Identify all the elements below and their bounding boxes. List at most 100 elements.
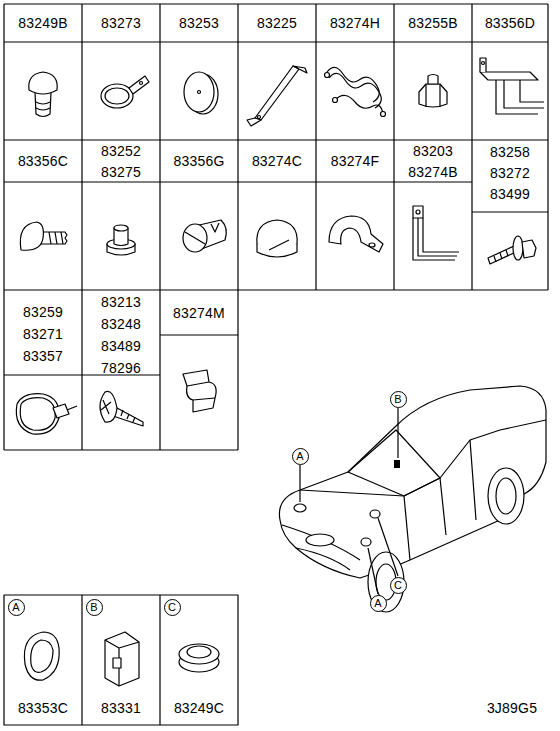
part-number: 83356D [485, 16, 535, 30]
bracket-icon [255, 66, 299, 120]
callout-letter: A [296, 451, 303, 462]
car-body [279, 386, 546, 578]
car-body [368, 552, 404, 612]
part-number: 83353C [18, 701, 68, 715]
callout-letter: A [374, 598, 381, 609]
leader-line [299, 465, 300, 502]
leader-line [300, 408, 398, 594]
part-number: 83255B [408, 16, 457, 30]
bent-bracket-icon [416, 210, 420, 214]
wire-clip-icon [325, 73, 330, 78]
callout-letter: B [90, 602, 97, 613]
nut-icon [114, 225, 128, 231]
slotted-fastener-icon [211, 223, 219, 232]
part-number: 83259 [23, 305, 63, 319]
car-body [370, 510, 380, 518]
clamp-icon [129, 76, 149, 94]
bracket-icon [247, 118, 261, 126]
callout-circle: C [390, 577, 407, 594]
cable-tie-icon [53, 404, 69, 418]
bent-bracket-icon [413, 206, 423, 218]
part-number: 83203 [413, 144, 453, 158]
clamp-icon [101, 84, 133, 108]
bracket-icon [293, 66, 307, 73]
part-number: 83248 [101, 317, 141, 331]
part-number: 83356G [173, 154, 224, 168]
part-number: 83274H [330, 16, 380, 30]
callout-letter: C [168, 602, 176, 613]
car-body [282, 525, 360, 570]
drawing-code: 3J89G5 [487, 701, 537, 715]
screw-icon [100, 391, 143, 426]
p-clamp-icon [329, 216, 383, 252]
cable-tie-icon [16, 394, 77, 434]
grid-line [4, 4, 548, 450]
push-pin-icon [41, 232, 67, 244]
slotted-fastener-icon [185, 232, 205, 244]
push-rivet-icon [29, 72, 57, 94]
connector-clip-icon [105, 632, 139, 686]
wire-clip-icon [381, 112, 386, 117]
cap-nut-icon [428, 75, 438, 85]
part-number: 83271 [23, 327, 63, 341]
clip-icon [183, 370, 216, 412]
callout-circle: C [164, 599, 181, 616]
nut-icon [114, 226, 128, 246]
clip-band-icon [269, 240, 289, 250]
part-number: 83275 [101, 165, 141, 179]
callout-letter: A [12, 602, 19, 613]
part-number: 83499 [490, 187, 530, 201]
oval-grommet-icon [24, 632, 59, 680]
bent-bracket-icon [413, 218, 459, 260]
slotted-fastener-icon [183, 224, 207, 252]
grid-line [82, 595, 160, 725]
push-pin-icon [20, 222, 43, 250]
round-grommet-icon [187, 646, 211, 658]
part-number: 83252 [101, 144, 141, 158]
car-body [496, 478, 516, 514]
push-rivet-icon [35, 92, 51, 117]
bolt-icon [494, 250, 508, 262]
oval-grommet-icon [31, 640, 53, 672]
car-body [404, 420, 546, 496]
part-number: 78296 [101, 361, 141, 375]
screw-icon [101, 400, 111, 414]
part-number: 83249B [18, 16, 67, 30]
push-pin-icon [20, 222, 67, 250]
part-number: 83489 [101, 339, 141, 353]
part-number: 83356C [18, 154, 68, 168]
car-body [361, 538, 371, 546]
callout-letter: B [394, 394, 401, 405]
p-clamp-icon [369, 243, 375, 247]
grommet-disc-icon [184, 72, 218, 114]
part-number: 83274M [173, 306, 225, 320]
bolt-icon [513, 236, 523, 260]
round-grommet-icon [179, 644, 219, 672]
leader-line [368, 548, 378, 594]
grid-line [4, 4, 548, 450]
connector-clip-icon [105, 632, 139, 686]
nut-icon [107, 225, 135, 255]
grommet-disc-icon [184, 72, 214, 112]
connector-clip-icon [113, 658, 121, 668]
cap-nut-icon [426, 84, 440, 107]
wire-clip-icon [327, 67, 379, 102]
grid-line [4, 595, 238, 725]
car-body [348, 430, 440, 496]
callout-circle: A [8, 599, 25, 616]
callout-letter: C [394, 580, 402, 591]
callout-circle: B [86, 599, 103, 616]
callout-circle: A [292, 448, 309, 465]
screw-icon [121, 410, 135, 422]
clip-icon [183, 370, 216, 412]
leader-line [397, 408, 398, 458]
harness-bracket-icon [480, 72, 538, 80]
car-body [306, 534, 334, 546]
slotted-fastener-icon [183, 220, 226, 252]
grommet-disc-icon [198, 91, 201, 94]
part-number: 83225 [257, 16, 297, 30]
car-body [300, 490, 410, 560]
clamp-icon [140, 82, 143, 85]
clip-band-icon [257, 220, 297, 248]
